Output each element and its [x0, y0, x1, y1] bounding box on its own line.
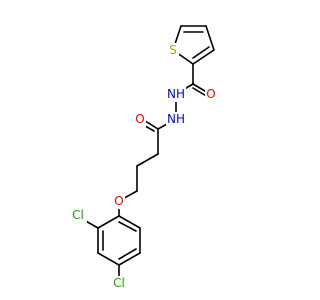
atom-oxygen-carbonyl-upper: O — [205, 87, 217, 102]
bond — [192, 49, 215, 65]
atom-symbol: S — [169, 43, 177, 57]
atom-symbol: O — [135, 112, 144, 126]
atom-oxygen-carbonyl-lower: O — [134, 112, 146, 127]
molecule-svg: S O NH NH O O Cl Cl — [69, 25, 217, 291]
bond — [118, 252, 141, 266]
bond — [118, 215, 141, 229]
bond — [97, 215, 120, 229]
bond — [97, 252, 120, 266]
atom-symbol: Cl — [72, 208, 84, 222]
atom-sulfur: S — [167, 43, 179, 58]
atom-chlorine-para: Cl — [110, 276, 128, 291]
atom-oxygen-ether: O — [113, 194, 125, 209]
atom-nitrogen-upper: NH — [166, 87, 186, 102]
bond — [192, 46, 210, 59]
atom-symbol: NH — [167, 87, 185, 101]
atom-symbol: O — [114, 194, 123, 208]
atom-symbol: O — [206, 87, 215, 101]
bond — [118, 248, 137, 260]
bond — [136, 153, 159, 167]
molecule-structure: S O NH NH O O Cl Cl — [69, 25, 217, 291]
atom-chlorine-ortho: Cl — [69, 208, 87, 223]
atom-nitrogen-lower: NH — [166, 112, 186, 127]
atom-symbol: NH — [167, 112, 185, 126]
bond — [205, 25, 215, 51]
bond — [118, 221, 137, 232]
atom-symbol: Cl — [113, 276, 125, 290]
atom-labels: S O NH NH O O Cl Cl — [69, 43, 217, 291]
bond-lines — [83, 25, 215, 279]
